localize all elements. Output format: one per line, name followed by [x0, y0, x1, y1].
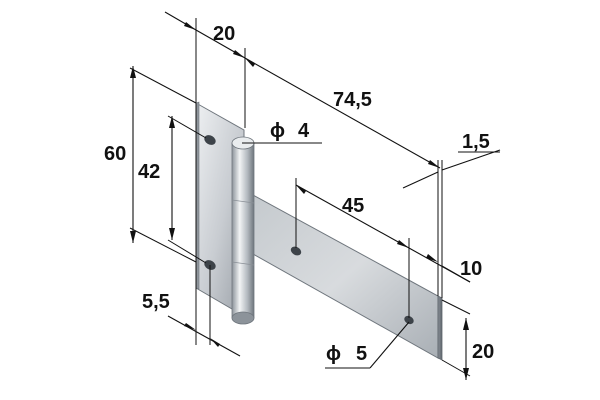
dim-strap-width: 20: [472, 341, 494, 363]
dim-pin-diameter: 4: [298, 120, 310, 142]
dim-pin-diameter-symbol: ϕ: [270, 120, 285, 142]
dim-end-hole-offset: 10: [460, 258, 482, 280]
hinge-pin: [231, 136, 255, 325]
strap-leaf: [252, 194, 439, 359]
hole-strap-end: [404, 315, 414, 325]
dim-strap-length: 74,5: [333, 89, 372, 111]
dim-leaf-height: 60: [104, 143, 126, 165]
dim-hole-diameter-symbol: ϕ: [326, 343, 341, 365]
dim-thickness: 1,5: [462, 131, 490, 153]
hinge-body: [195, 101, 443, 361]
dim-hole-spacing-strap: 45: [342, 195, 364, 217]
dim-edge-offset: 5,5: [142, 291, 170, 313]
dim-hole-diameter: 5: [356, 343, 367, 365]
hole-strap-middle: [290, 246, 302, 256]
dim-hole-spacing-leaf: 42: [138, 161, 160, 183]
dim-leaf-width: 20: [213, 23, 235, 45]
hole-leaf-top: [204, 135, 216, 145]
strap-end-edge: [437, 295, 443, 361]
dimension-labels: 20 74,5 ϕ 4 1,5 60 42 45 10 5,5 ϕ 5 20: [104, 23, 494, 365]
mounting-holes: [204, 135, 414, 325]
dimension-lines: [129, 11, 501, 380]
